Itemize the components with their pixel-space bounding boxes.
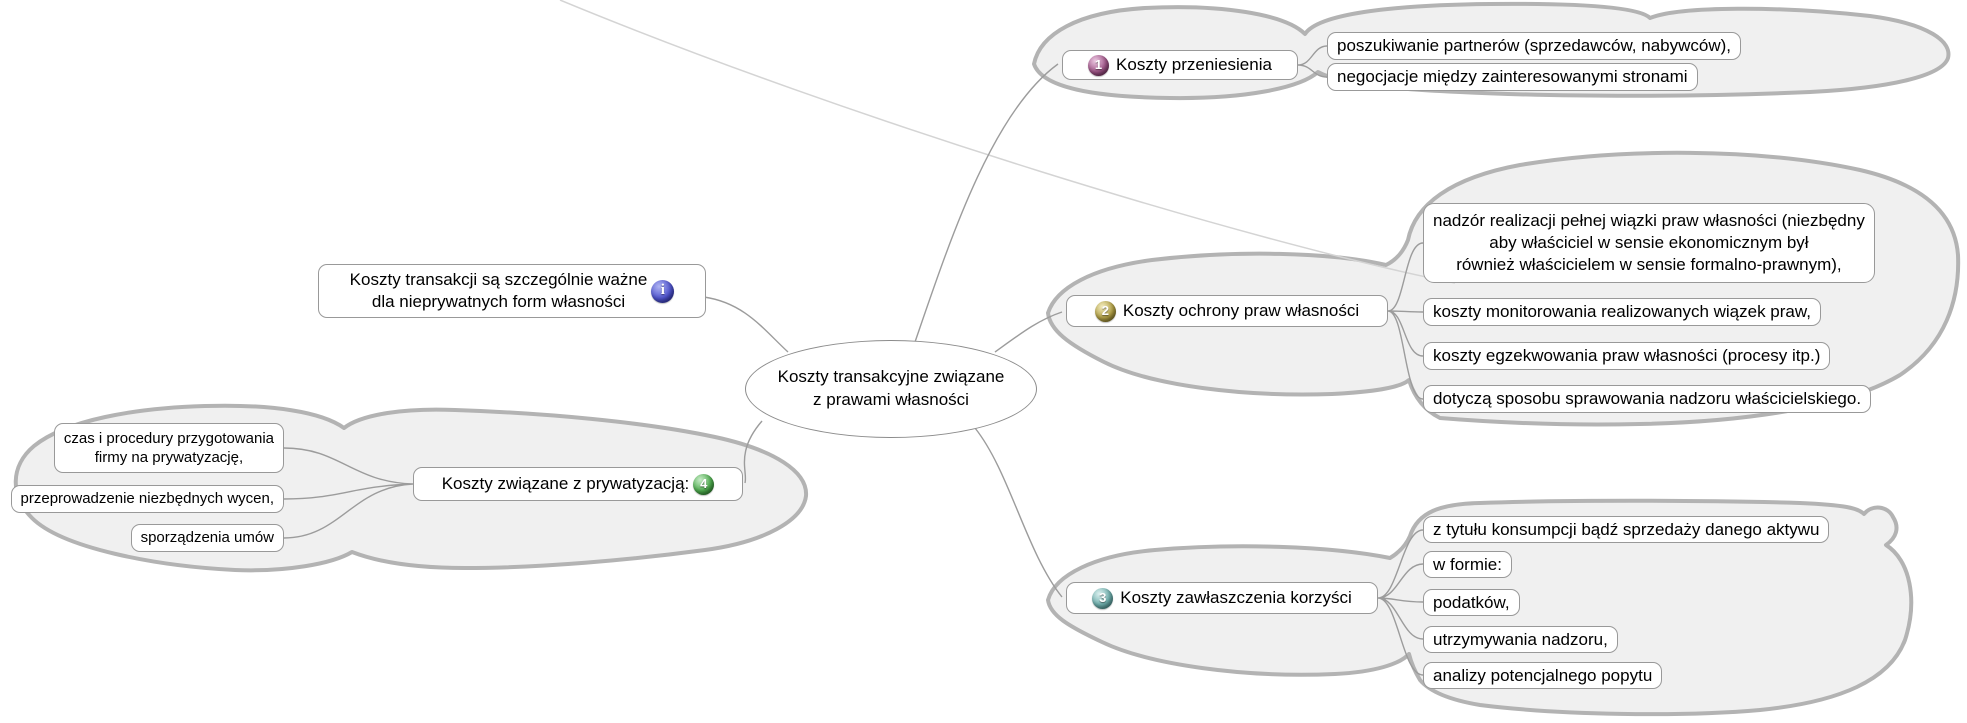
branch-3-child-1[interactable]: z tytułu konsumpcji bądź sprzedaży daneg… <box>1423 516 1830 543</box>
graphical-link-line <box>559 0 1456 284</box>
root-label-line2: z prawami własności <box>813 390 969 409</box>
branch-3-child-1-label: z tytułu konsumpcji bądź sprzedaży daneg… <box>1433 519 1820 539</box>
edges-branch-1-children <box>1297 45 1328 78</box>
branch-2-child-1-line1: nadzór realizacji pełnej wiązki praw wła… <box>1433 211 1865 231</box>
branch-3-child-5-label: analizy potencjalnego popytu <box>1433 665 1653 685</box>
edges-branch-3-children <box>1377 529 1424 676</box>
edges-branch-2-children <box>1387 242 1424 400</box>
branch-3-child-5[interactable]: analizy potencjalnego popytu <box>1423 662 1663 689</box>
branch-2-child-4[interactable]: dotyczą sposobu sprawowania nadzoru właś… <box>1423 385 1872 413</box>
root-node[interactable]: Koszty transakcyjne związane z prawami w… <box>745 340 1037 438</box>
branch-2-child-3[interactable]: koszty egzekwowania praw własności (proc… <box>1423 342 1831 370</box>
branch-3-child-2[interactable]: w formie: <box>1423 551 1512 578</box>
branch-3-child-4[interactable]: utrzymywania nadzoru, <box>1423 626 1618 653</box>
branch-2-child-2[interactable]: koszty monitorowania realizowanych wiąze… <box>1423 298 1821 326</box>
branch-3-label: Koszty zawłaszczenia korzyści <box>1120 588 1352 608</box>
branch-2-child-2-label: koszty monitorowania realizowanych wiąze… <box>1433 302 1811 322</box>
number-4-icon: 4 <box>693 473 715 495</box>
branch-1-child-1-label: poszukiwanie partnerów (sprzedawców, nab… <box>1337 36 1732 56</box>
root-label-line1: Koszty transakcyjne związane <box>777 367 1005 387</box>
branch-4-child-1[interactable]: czas i procedury przygotowania firmy na … <box>53 423 284 473</box>
branch-1-child-2[interactable]: negocjacje między zainteresowanymi stron… <box>1327 63 1698 91</box>
branch-4-child-2[interactable]: przeprowadzenie niezbędnych wycen, <box>10 485 284 513</box>
number-2-icon: 2 <box>1094 300 1116 322</box>
number-1-icon: 1 <box>1088 54 1110 76</box>
note-line2: dla nieprywatnych form własności <box>371 292 626 311</box>
branch-4-label: Koszty związane z prywatyzacją: <box>441 474 690 494</box>
branch-3-child-4-label: utrzymywania nadzoru, <box>1433 629 1608 649</box>
branch-4-child-1-line2: firmy na prywatyzację, <box>94 449 244 466</box>
branch-2-child-1-line2: aby właściciel w sensie ekonomicznym był <box>1489 233 1809 253</box>
branch-2-child-3-label: koszty egzekwowania praw własności (proc… <box>1433 346 1821 366</box>
branch-2-child-1-line3: również właścicielem w sensie formalno-p… <box>1456 254 1842 274</box>
number-3-icon: 3 <box>1092 587 1114 609</box>
branch-3-child-2-label: w formie: <box>1433 554 1502 574</box>
branch-4-child-3-label: sporządzenia umów <box>140 529 274 547</box>
branch-1-child-1[interactable]: poszukiwanie partnerów (sprzedawców, nab… <box>1327 32 1742 60</box>
branch-1-label: Koszty przeniesienia <box>1116 55 1272 75</box>
cloud-branch-2 <box>1046 150 1961 427</box>
branch-2-node[interactable]: 2 Koszty ochrony praw własności <box>1066 295 1388 327</box>
info-icon: i <box>651 279 675 303</box>
branch-2-child-1[interactable]: nadzór realizacji pełnej wiązki praw wła… <box>1423 203 1875 283</box>
edges-branch-4-children <box>283 447 414 539</box>
branch-2-label: Koszty ochrony praw własności <box>1122 301 1360 321</box>
branch-1-child-2-label: negocjacje między zainteresowanymi stron… <box>1337 67 1688 87</box>
branch-1-node[interactable]: 1 Koszty przeniesienia <box>1062 50 1298 80</box>
branch-4-child-2-label: przeprowadzenie niezbędnych wycen, <box>20 490 274 508</box>
branch-3-child-3-label: podatków, <box>1433 592 1510 612</box>
branch-4-child-3[interactable]: sporządzenia umów <box>130 524 284 552</box>
branch-3-child-3[interactable]: podatków, <box>1423 589 1520 616</box>
branch-2-child-4-label: dotyczą sposobu sprawowania nadzoru właś… <box>1433 389 1862 409</box>
edge-root-to-branches <box>703 63 1063 598</box>
note-node[interactable]: Koszty transakcji są szczególnie ważne d… <box>318 264 706 318</box>
branch-3-node[interactable]: 3 Koszty zawłaszczenia korzyści <box>1066 582 1378 614</box>
branch-4-node[interactable]: Koszty związane z prywatyzacją: 4 <box>413 467 743 501</box>
note-line1: Koszty transakcji są szczególnie ważne <box>349 270 648 290</box>
branch-4-child-1-line1: czas i procedury przygotowania <box>63 429 274 447</box>
